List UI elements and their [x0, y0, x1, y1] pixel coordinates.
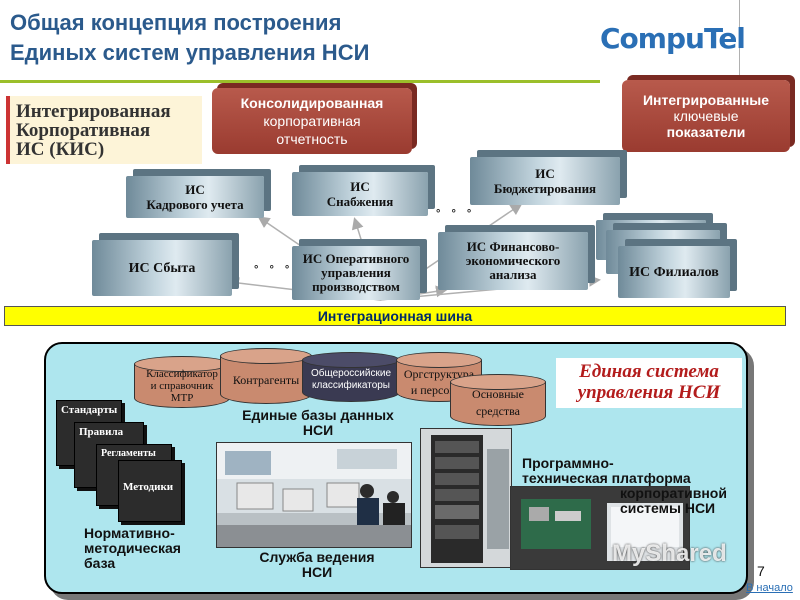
- ellipsis-bottom: ° ° °: [254, 264, 294, 276]
- service-photo: [216, 442, 412, 548]
- is-supply-line-2: Снабжения: [326, 194, 394, 209]
- page-number: 7: [757, 563, 765, 579]
- kis-line-3: ИС (КИС): [16, 139, 105, 160]
- integration-bus: Интеграционная шина: [4, 306, 786, 326]
- is-budget-line-1: ИС: [535, 166, 555, 181]
- office-illustration: [217, 443, 411, 547]
- consolidated-line-1: Консолидированная: [240, 95, 384, 111]
- is-finance-line-2: экономического: [465, 253, 561, 268]
- db-caption-line-2: НСИ: [302, 422, 334, 438]
- is-sales-line-1: ИС Сбыта: [128, 260, 196, 276]
- normative-line-2: методическая: [84, 540, 181, 556]
- kpi-line-3: показатели: [666, 124, 746, 140]
- kpi-line-1: Интегрированные: [642, 92, 770, 108]
- card-rules-label: Правила: [79, 426, 124, 438]
- db-mtr-line-3: МТР: [170, 392, 194, 404]
- service-line-2: НСИ: [301, 564, 333, 580]
- db-caption: Единые базы данных НСИ: [218, 408, 418, 438]
- db-contractors-line-1: Контрагенты: [232, 373, 300, 387]
- card-methods: Методики: [118, 460, 182, 522]
- is-production-line-1: ИС Оперативного: [302, 251, 410, 266]
- platform-line-2: техническая платформа: [522, 470, 691, 486]
- db-fixed-assets: Основные средства: [450, 374, 546, 426]
- platform-line-4: системы НСИ: [620, 500, 716, 516]
- kpi-line-2: ключевые: [673, 108, 739, 124]
- title-line-1: Общая концепция построения: [10, 10, 342, 35]
- normative-caption: Нормативно- методическая база: [84, 526, 181, 571]
- title-underline: [0, 80, 600, 83]
- service-line-1: Служба ведения: [259, 549, 375, 565]
- is-finance-line-1: ИС Финансово-: [466, 239, 560, 254]
- kis-line-2: Корпоративная: [16, 120, 151, 141]
- is-sales-box: ИС Сбыта: [92, 240, 232, 296]
- is-hr-line-1: ИС: [185, 182, 205, 197]
- consolidated-reporting-box: Консолидированная корпоративная отчетнос…: [212, 88, 412, 154]
- normative-line-1: Нормативно-: [84, 525, 175, 541]
- is-branches-box: ИС Филиалов: [618, 246, 730, 298]
- normative-line-3: база: [84, 555, 116, 571]
- db-caption-line-1: Единые базы данных: [242, 407, 394, 423]
- is-supply-line-1: ИС: [350, 179, 370, 194]
- db-okk-line-1: Общероссийские: [311, 368, 391, 379]
- is-production-line-2: управления: [321, 265, 391, 280]
- db-all-russian-classifiers: Общероссийские классификаторы: [302, 352, 400, 402]
- page-title: Общая концепция построения Единых систем…: [10, 8, 570, 68]
- consolidated-line-3: отчетность: [276, 131, 348, 147]
- card-regulations-label: Регламенты: [101, 448, 156, 459]
- is-finance-box: ИС Финансово- экономического анализа: [438, 232, 588, 290]
- db-mtr-line-1: Классификатор: [146, 368, 218, 380]
- title-line-2: Единых систем управления НСИ: [10, 40, 370, 65]
- ellipsis-top: ° ° °: [436, 208, 476, 220]
- is-budget-line-2: Бюджетирования: [493, 181, 597, 196]
- platform-line-3: корпоративной: [620, 485, 727, 501]
- db-mtr-line-2: и справочник: [150, 380, 214, 392]
- is-production-line-3: производством: [312, 279, 400, 294]
- is-branches-line-1: ИС Филиалов: [629, 264, 719, 280]
- is-supply-box: ИС Снабжения: [292, 172, 428, 216]
- platform-caption: Программно- техническая платформа корпор…: [522, 456, 742, 516]
- service-caption: Служба ведения НСИ: [244, 550, 390, 580]
- nsi-line-2: управления НСИ: [577, 382, 721, 403]
- is-production-box: ИС Оперативного управления производством: [292, 246, 420, 300]
- db-okk-line-2: классификаторы: [312, 380, 390, 391]
- is-hr-line-2: Кадрового учета: [146, 197, 244, 212]
- card-methods-label: Методики: [123, 481, 174, 493]
- card-standards-label: Стандарты: [61, 404, 118, 416]
- nsi-system-title: Единая система управления НСИ: [556, 358, 742, 408]
- header-divider: [739, 0, 740, 80]
- kis-line-1: Интегрированная: [16, 101, 171, 122]
- platform-line-1: Программно-: [522, 455, 614, 471]
- is-budget-box: ИС Бюджетирования: [470, 157, 620, 205]
- myshared-watermark: MyShared: [612, 540, 727, 567]
- db-mtr: Классификатор и справочник МТР: [134, 356, 230, 408]
- hardware-photo: [510, 486, 690, 570]
- back-to-start-link[interactable]: В начало: [746, 582, 793, 594]
- db-contractors: Контрагенты: [220, 348, 312, 404]
- db-assets-line-1: Основные: [472, 387, 524, 401]
- server-rack-illustration: [421, 429, 511, 567]
- consolidated-line-2: корпоративная: [263, 113, 361, 129]
- hardware-illustration: [511, 487, 689, 569]
- computel-logo: CompuTel: [600, 22, 746, 55]
- nsi-line-1: Единая система: [579, 361, 719, 382]
- db-assets-line-2: средства: [475, 404, 520, 418]
- is-finance-line-3: анализа: [489, 267, 537, 282]
- server-rack-photo: [420, 428, 512, 568]
- kpi-box: Интегрированные ключевые показатели: [622, 80, 790, 152]
- is-hr-box: ИС Кадрового учета: [126, 176, 264, 218]
- kis-label: Интегрированная Корпоративная ИС (КИС): [6, 96, 202, 164]
